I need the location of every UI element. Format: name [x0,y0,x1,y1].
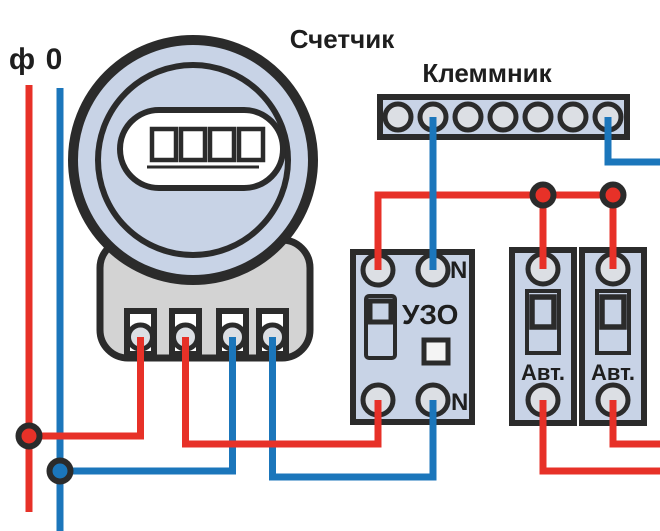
digit-window [178,126,208,163]
neutral-label: 0 [46,43,63,76]
breaker-right-switch-toggle [599,294,627,330]
digit-window [149,126,179,163]
phase-junction-dot-breaker-right [599,181,627,209]
breaker-left-label: Авт. [521,360,565,385]
wire-phase-breaker-left-out [539,400,660,475]
rcd [350,249,475,425]
phase-junction-dot-left [15,422,43,450]
phase-label: ф [9,43,35,76]
meter [68,35,318,362]
labels: ф 0 Счетчик Клеммник УЗО N N Авт. Авт. [9,24,635,416]
digit-window [207,126,237,163]
breaker-right-switch-lever [595,289,631,355]
rcd-n-label-bottom: N [451,389,468,416]
neutral-junction-dot-left [46,457,74,485]
wire-neutral-meter-out [60,337,236,475]
rcd-test-button [421,337,451,366]
breaker-left-switch-lever [525,289,561,355]
phase-junction-dot-breaker-left [529,181,557,209]
wire-phase-breaker-right-out [609,400,660,448]
breaker-left-switch-toggle [529,294,557,330]
meter-face-ring [95,62,291,258]
wire-neutral-block-out [604,117,660,166]
terminal-contact-1 [382,101,414,133]
terminal-contact-4 [487,101,519,133]
meter-label: Счетчик [290,24,395,54]
breaker-right [579,247,647,426]
wire-phase-meter-to-rcd [182,337,382,448]
rcd-n-label-top: N [450,257,467,284]
rcd-label: УЗО [402,299,458,330]
junction-dots [15,181,627,485]
terminal-block [377,94,630,140]
meter-display-digits [147,126,266,169]
wire-phase-to-meter [29,337,144,440]
terminal-contact-3 [452,101,484,133]
rcd-switch-toggle [367,298,394,325]
breaker-right-label: Авт. [591,360,635,385]
wire-phase-rcd-to-breakers [374,191,617,270]
phase-wires [25,85,660,512]
neutral-wires [56,88,660,531]
rcd-switch-lever [364,294,397,360]
terminal-contact-5 [522,101,554,133]
terminal-block-label: Клеммник [422,58,552,88]
breaker-left [509,247,577,426]
wire-neutral-meter-to-rcd [269,337,437,481]
terminal-contact-6 [557,101,589,133]
digit-window [236,126,266,163]
